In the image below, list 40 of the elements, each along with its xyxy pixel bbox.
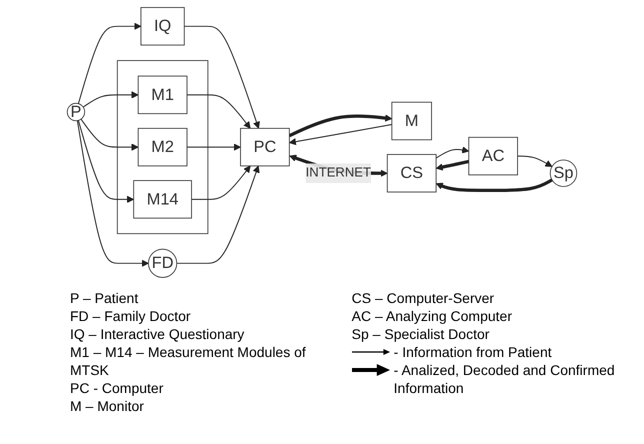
abbreviation-note: M1 – M14 – Measurement Modules of MTSK: [70, 343, 307, 379]
node-circle: FD: [148, 248, 178, 278]
abbreviation-note: AC – Analyzing Computer: [352, 307, 513, 325]
arrow: [191, 166, 251, 200]
arrow: [436, 178, 553, 192]
node-box: M1: [138, 76, 188, 114]
cluster: [116, 60, 208, 234]
arrow: [176, 166, 260, 264]
edge-label: INTERNET: [306, 166, 371, 180]
node-circle: P: [66, 102, 86, 122]
abbreviation-note: CS – Computer-Server: [352, 289, 496, 307]
node-circle: Sp: [550, 160, 578, 187]
arrow: [78, 22, 142, 104]
node-box: CS: [386, 154, 437, 192]
arrow: [80, 118, 139, 151]
arrow: [436, 146, 470, 159]
arrow: [288, 114, 392, 138]
arrow: [186, 144, 241, 151]
legend-text: - Analized, Decoded and Confirmed Information: [394, 361, 616, 397]
abbreviation-note: FD – Family Doctor: [70, 307, 192, 325]
arrow: [82, 91, 139, 108]
abbreviation-note: Sp – Specialist Doctor: [352, 325, 490, 343]
arrow: [76, 120, 149, 267]
node-box: PC: [240, 128, 290, 166]
legend-text: - Information from Patient: [394, 343, 552, 361]
node-box: M2: [138, 128, 188, 166]
node-box: AC: [468, 136, 518, 176]
node-box: IQ: [140, 7, 185, 46]
arrow: [184, 26, 260, 129]
arrow: [436, 160, 470, 171]
node-box: M14: [133, 180, 192, 219]
arrow: [517, 156, 552, 167]
arrow: [186, 94, 251, 129]
abbreviation-note: M – Monitor: [70, 397, 145, 415]
arrow: [78, 120, 134, 203]
abbreviation-note: IQ – Interactive Questionary: [70, 325, 246, 343]
arrow: [289, 124, 392, 146]
abbreviation-note: PC - Computer: [70, 379, 164, 397]
node-box: M: [391, 102, 432, 140]
abbreviation-note: P – Patient: [70, 289, 140, 307]
